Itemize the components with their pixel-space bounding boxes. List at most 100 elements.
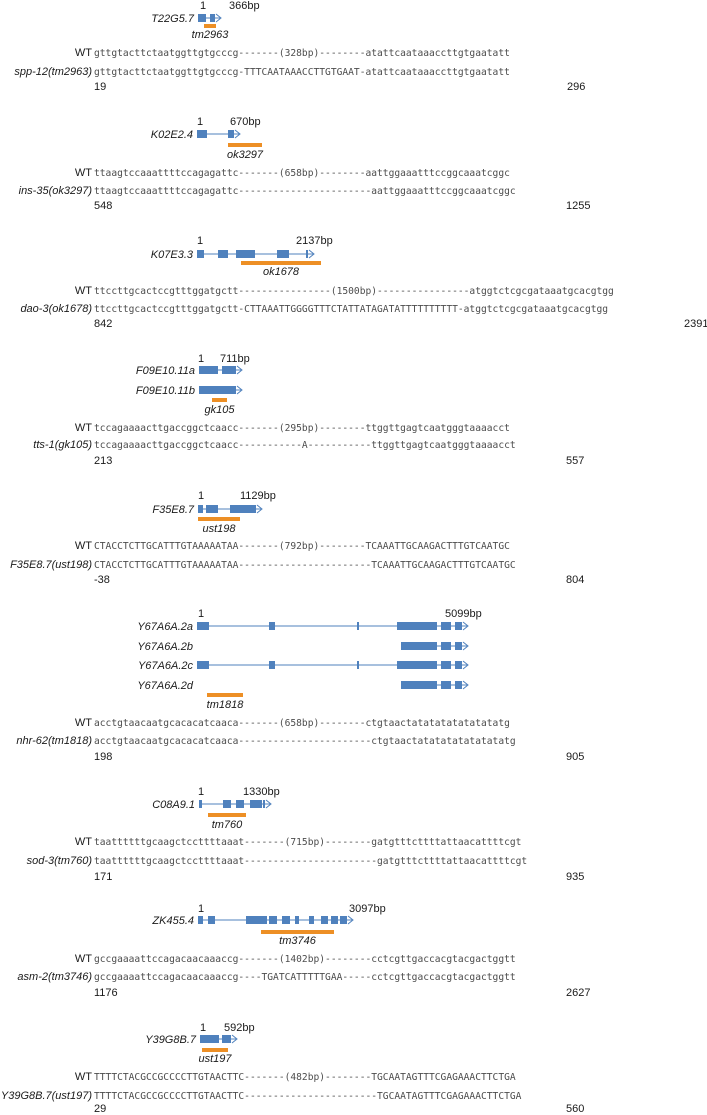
exon-block xyxy=(218,250,228,258)
exon-block xyxy=(295,916,299,924)
exon-block xyxy=(228,130,234,138)
exon-block xyxy=(331,916,338,924)
exon-block xyxy=(198,916,203,924)
position-start: 548 xyxy=(94,200,112,212)
transcription-arrow xyxy=(236,365,243,375)
gene-name: Y39G8B.7 xyxy=(145,1034,197,1046)
gene-length-label: 670bp xyxy=(230,116,261,128)
position-start: 842 xyxy=(94,318,112,330)
position-end: 296 xyxy=(567,81,585,93)
deletion-bar xyxy=(198,517,240,521)
exon-block xyxy=(250,800,262,808)
gene-name: F09E10.11b xyxy=(136,385,195,397)
gene-name: F35E8.7 xyxy=(152,504,194,516)
exon-block xyxy=(269,622,275,630)
mutant-sequence: tccagaaaacttgaccggctcaacc-----------A---… xyxy=(94,440,516,451)
exon-block xyxy=(441,661,451,669)
gene-length-label: 3097bp xyxy=(349,903,386,915)
deletion-allele-label: ok3297 xyxy=(227,149,264,161)
transcription-arrow xyxy=(462,621,469,631)
exon-block xyxy=(401,642,437,650)
deletion-bar xyxy=(241,261,321,265)
wt-label: WT xyxy=(75,422,92,434)
exon-block xyxy=(397,661,437,669)
exon-block xyxy=(222,366,236,374)
transcription-arrow xyxy=(236,385,243,395)
exon-block xyxy=(263,800,265,808)
transcription-arrow xyxy=(347,915,354,925)
mutant-sequence: CTACCTCTTGCATTTGTAAAAATAA---------------… xyxy=(94,560,516,571)
gene-length-label: 2137bp xyxy=(296,235,333,247)
transcription-arrow xyxy=(462,660,469,670)
deletion-bar xyxy=(228,143,262,147)
exon-block xyxy=(277,250,289,258)
position-start: 29 xyxy=(94,1103,106,1115)
wt-sequence: CTACCTCTTGCATTTGTAAAAATAA-------(792bp)-… xyxy=(94,541,510,552)
exon-block xyxy=(441,681,451,689)
wt-label: WT xyxy=(75,285,92,297)
exon-block xyxy=(455,681,462,689)
gene-name: Y67A6A.2d xyxy=(137,680,194,692)
gene-length-label: 1330bp xyxy=(243,786,280,798)
transcription-arrow xyxy=(265,799,272,809)
gene-start-label: 1 xyxy=(200,1022,206,1034)
mutant-label: tts-1(gk105) xyxy=(33,439,92,451)
position-end: 557 xyxy=(566,455,584,467)
gene-length-label: 366bp xyxy=(229,0,260,12)
gene-start-label: 1 xyxy=(197,116,203,128)
transcription-arrow xyxy=(256,504,263,514)
exon-block xyxy=(199,800,202,808)
mutant-sequence: ttaagtccaaattttccagagattc---------------… xyxy=(94,186,516,197)
mutant-label: asm-2(tm3746) xyxy=(17,971,92,983)
position-start: 1176 xyxy=(94,987,118,999)
gene-start-label: 1 xyxy=(197,235,203,247)
deletion-bar xyxy=(208,813,246,817)
mutant-sequence: gttgtacttctaatggttgtgcccg-TTTCAATAAACCTT… xyxy=(94,67,510,78)
exon-block xyxy=(222,1035,231,1043)
wt-sequence: taattttttgcaagctccttttaaat-------(715bp)… xyxy=(94,837,521,848)
exon-block xyxy=(269,916,277,924)
gene-length-label: 711bp xyxy=(220,353,250,365)
deletion-bar xyxy=(202,1048,228,1052)
exon-block xyxy=(441,642,451,650)
gene-name: ZK455.4 xyxy=(151,915,194,927)
gene-name: K02E2.4 xyxy=(151,129,193,141)
deletion-allele-label: ust198 xyxy=(202,523,236,535)
exon-block xyxy=(357,661,359,669)
gene-length-label: 5099bp xyxy=(445,608,482,620)
gene-name: C08A9.1 xyxy=(152,799,195,811)
exon-block xyxy=(401,681,437,689)
deletion-allele-label: ust197 xyxy=(198,1053,232,1065)
exon-block xyxy=(206,505,218,513)
position-end: 2391 xyxy=(684,318,707,330)
exon-block xyxy=(197,250,204,258)
exon-block xyxy=(455,642,462,650)
exon-block xyxy=(198,14,206,22)
position-end: 1255 xyxy=(566,200,590,212)
exon-block xyxy=(197,622,209,630)
gene-start-label: 1 xyxy=(200,0,206,12)
gene-name: K07E3.3 xyxy=(151,249,194,261)
deletion-allele-label: tm1818 xyxy=(207,699,245,711)
wt-label: WT xyxy=(75,836,92,848)
gene-start-label: 1 xyxy=(198,353,204,365)
gene-length-label: 1129bp xyxy=(240,490,276,502)
gene-length-label: 592bp xyxy=(224,1022,255,1034)
exon-block xyxy=(455,622,462,630)
deletion-allele-label: tm3746 xyxy=(279,935,317,947)
gene-name: Y67A6A.2c xyxy=(138,660,194,672)
exon-block xyxy=(230,505,256,513)
mutant-sequence: gccgaaaattccagacaacaaaccg----TGATCATTTTT… xyxy=(94,972,516,983)
mutant-label: sod-3(tm760) xyxy=(27,855,93,867)
wt-sequence: gccgaaaattccagacaacaaaccg-------(1402bp)… xyxy=(94,954,516,965)
wt-label: WT xyxy=(75,540,92,552)
wt-sequence: acctgtaacaatgcacacatcaaca-------(658bp)-… xyxy=(94,718,510,729)
exon-block xyxy=(199,386,236,394)
gene-name: T22G5.7 xyxy=(151,13,195,25)
mutant-label: F35E8.7(ust198) xyxy=(10,559,92,571)
exon-block xyxy=(306,250,308,258)
deletion-bar xyxy=(261,930,334,934)
wt-label: WT xyxy=(75,1071,92,1083)
mutant-label: spp-12(tm2963) xyxy=(14,66,92,78)
exon-block xyxy=(357,622,359,630)
